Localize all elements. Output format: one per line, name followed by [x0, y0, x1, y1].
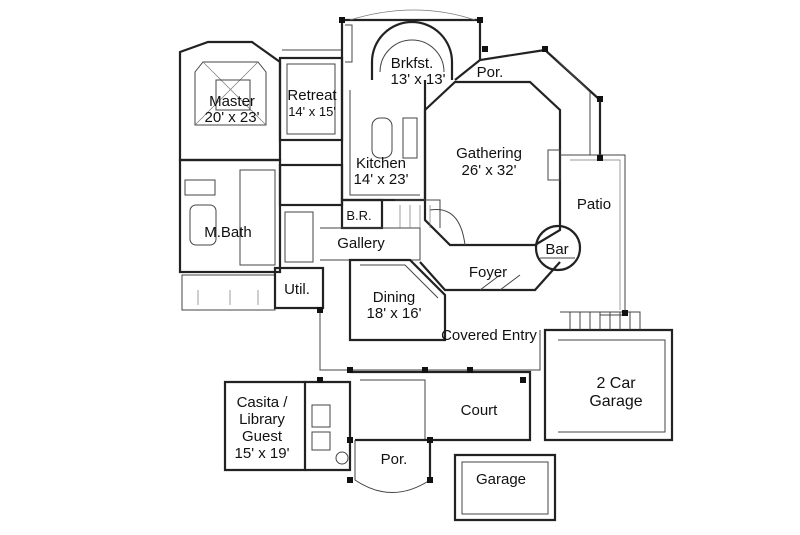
label-casita-line2: Library — [239, 411, 285, 428]
label-kitchen: Kitchen — [356, 155, 406, 172]
label-gathering-size: 26' x 32' — [462, 162, 517, 179]
label-casita-line3: Guest — [242, 428, 283, 445]
plan-walls — [178, 9, 674, 522]
label-porch-top: Por. — [477, 64, 504, 81]
label-breakfast: Brkfst. — [391, 55, 434, 72]
label-covered-entry: Covered Entry — [441, 327, 537, 344]
label-dining-size: 18' x 16' — [367, 305, 422, 322]
label-utility: Util. — [284, 281, 310, 298]
room-labels: Master 20' x 23' Retreat 14' x 15' Brkfs… — [204, 55, 643, 488]
label-retreat: Retreat — [287, 87, 337, 104]
label-foyer: Foyer — [469, 264, 507, 281]
label-br: B.R. — [346, 208, 371, 223]
label-garage-2car: 2 Car — [596, 375, 636, 392]
label-master-size: 20' x 23' — [205, 109, 260, 126]
label-garage: Garage — [476, 471, 526, 488]
label-bar: Bar — [545, 241, 568, 258]
label-gallery: Gallery — [337, 235, 385, 252]
label-casita: Casita / — [237, 394, 289, 411]
label-breakfast-size: 13' x 13' — [391, 71, 446, 88]
label-kitchen-size: 14' x 23' — [354, 171, 409, 188]
label-court: Court — [461, 402, 499, 419]
label-m-bath: M.Bath — [204, 224, 252, 241]
label-master: Master — [209, 93, 255, 110]
label-gathering: Gathering — [456, 145, 522, 162]
plan-columns — [317, 17, 628, 483]
label-garage-2car-line2: Garage — [589, 393, 642, 410]
label-patio: Patio — [577, 196, 611, 213]
label-casita-size: 15' x 19' — [235, 445, 290, 462]
label-porch-bottom: Por. — [381, 451, 408, 468]
label-retreat-size: 14' x 15' — [288, 104, 336, 119]
label-dining: Dining — [373, 289, 416, 306]
